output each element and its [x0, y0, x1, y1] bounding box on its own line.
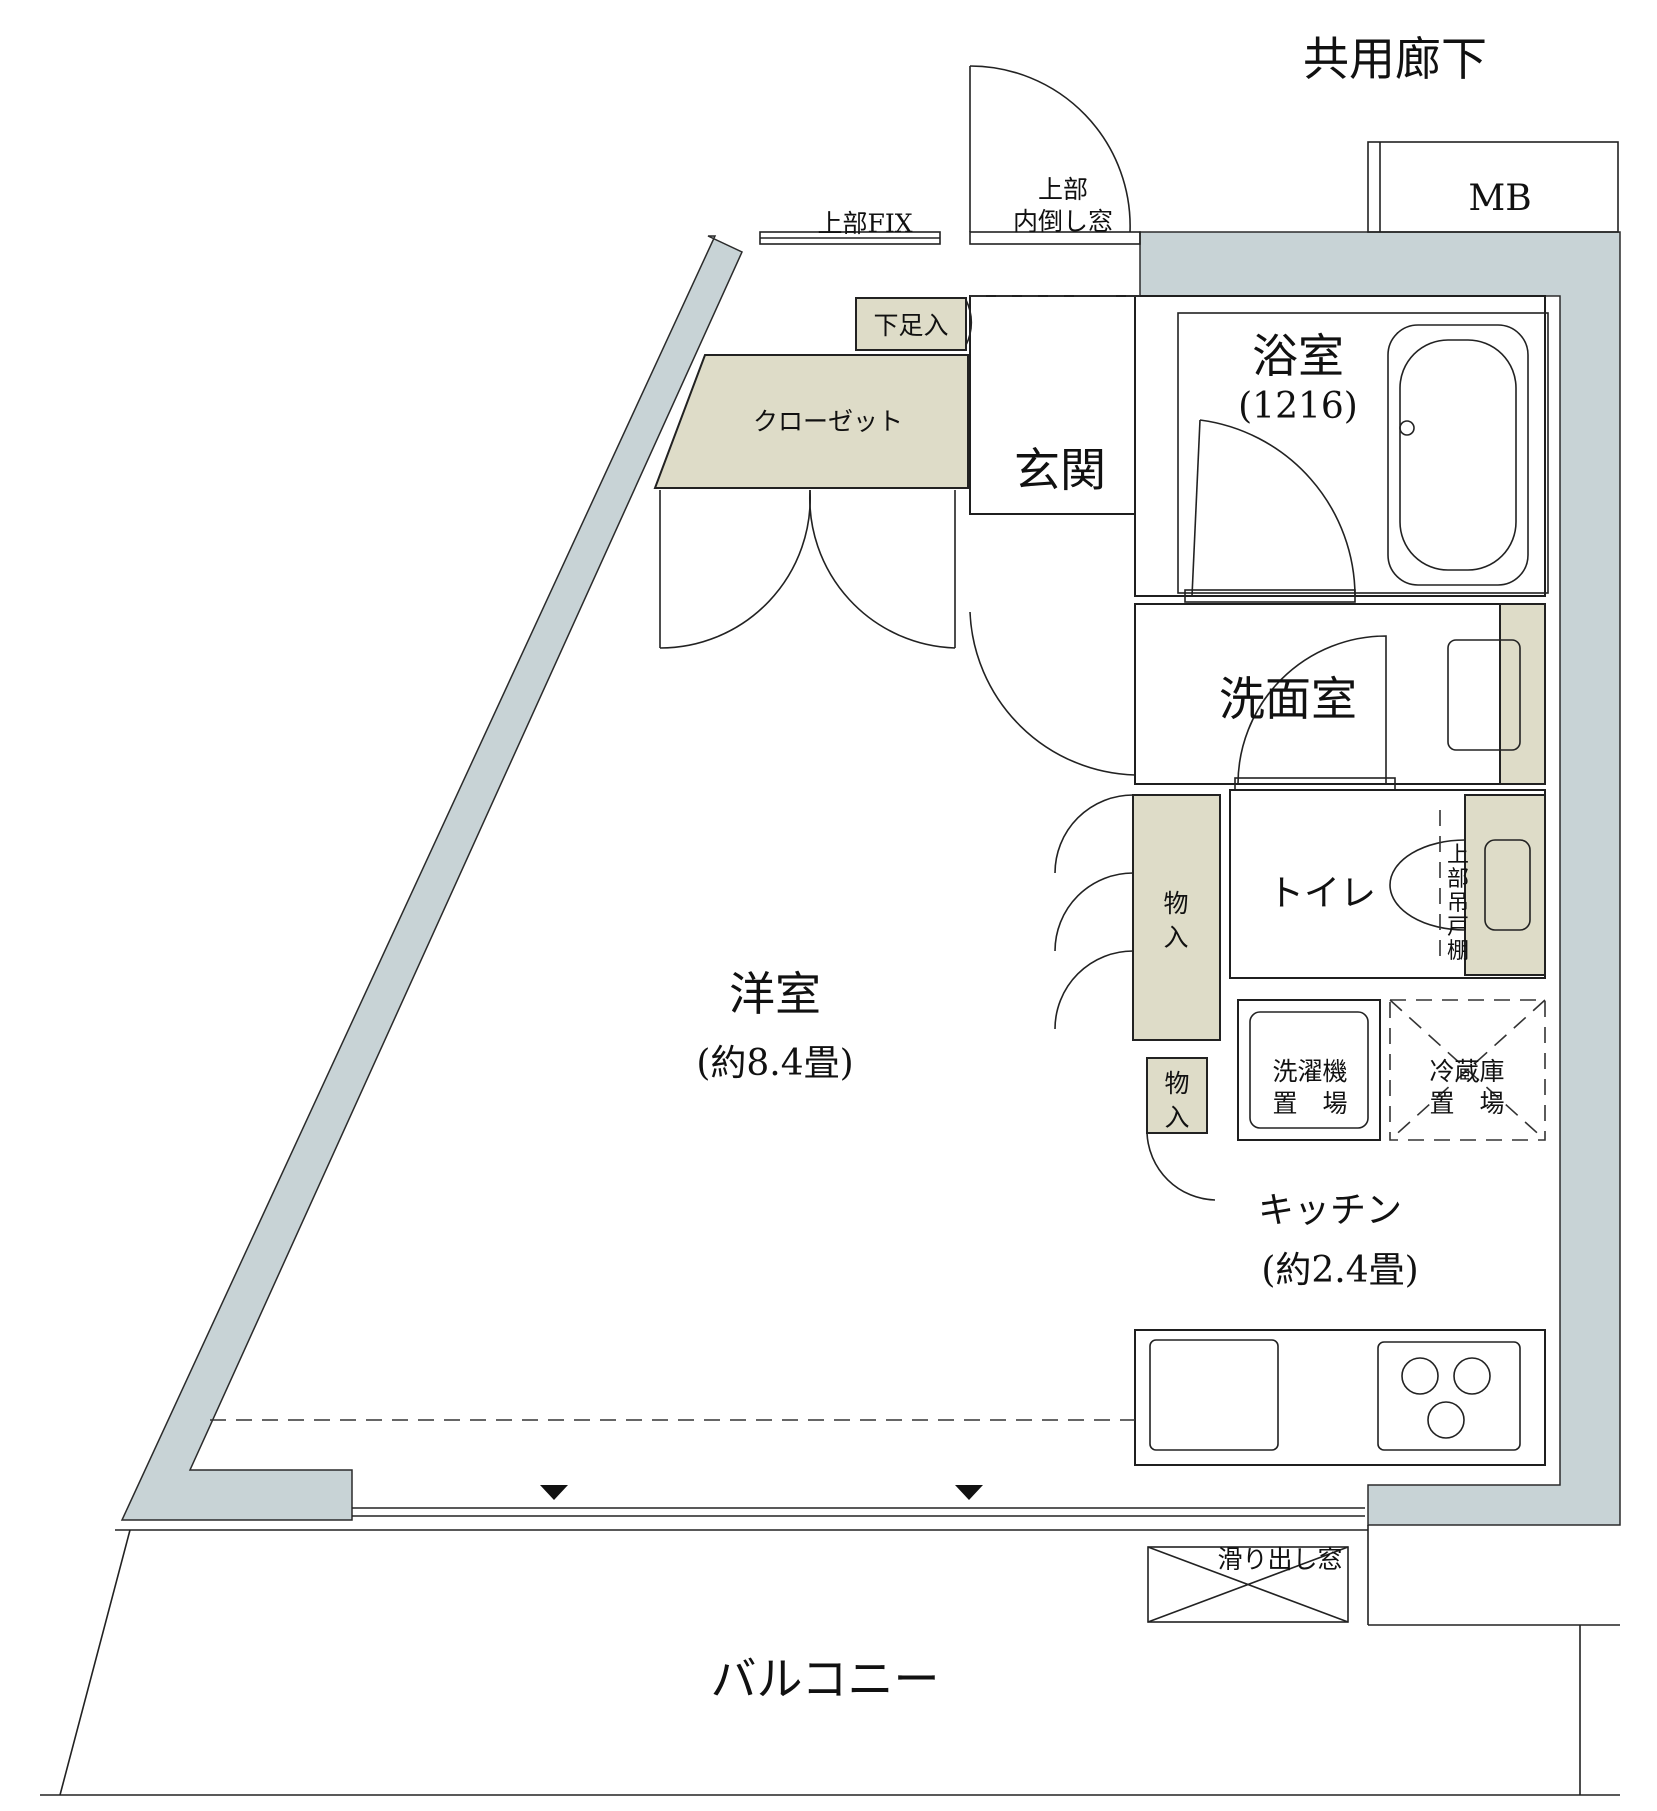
fridge-label-line2: 置 場 — [1429, 1089, 1504, 1118]
toilet-bowl — [1389, 839, 1466, 931]
room-door-swing — [969, 611, 1136, 776]
hanging-cabinet-char-3: 吊 — [1447, 891, 1469, 916]
bath-door-sill — [1184, 589, 1356, 603]
washroom-cabinet — [1499, 603, 1546, 785]
fridge-area — [1389, 999, 1546, 1141]
entry-door-swing — [969, 65, 1131, 233]
entrance-label: 玄関 — [1014, 443, 1106, 497]
hanging-cabinet — [1464, 794, 1546, 976]
hanging-cabinet-char-2: 部 — [1447, 867, 1469, 892]
washroom-door-swing — [1237, 635, 1387, 785]
western-room-label: 洋室 — [729, 967, 821, 1021]
sash-marker-right — [955, 1485, 983, 1500]
corridor-label: 共用廊下 — [1303, 32, 1487, 86]
fridge-label-line1: 冷蔵庫 — [1429, 1057, 1504, 1086]
washer-area — [1237, 999, 1381, 1141]
washer-label-line2: 置 場 — [1272, 1089, 1347, 1118]
storage-small-door — [1146, 1132, 1216, 1201]
bathroom-label: 浴室 — [1252, 329, 1344, 383]
storage-tall-label-char-2: 入 — [1163, 923, 1188, 952]
storage-tall — [1132, 794, 1221, 1041]
western-room-size: (約8.4畳) — [696, 1043, 853, 1084]
kitchen-label: キッチン — [1258, 1190, 1402, 1231]
mb-label: MB — [1468, 178, 1531, 219]
hanging-cabinet-char-4: 戸 — [1447, 915, 1469, 940]
wash-basin — [1447, 639, 1521, 751]
storage-door-swing-3 — [1054, 950, 1134, 1030]
kitchen-sink — [1149, 1339, 1279, 1451]
upper-fix-label: 上部FIX — [817, 209, 912, 238]
sliding-window-x-2 — [1147, 1546, 1349, 1623]
washer-pan — [1249, 1011, 1369, 1129]
closet — [653, 354, 969, 489]
burner-2 — [1453, 1357, 1491, 1395]
sash-marker-left — [540, 1485, 568, 1500]
shoe-storage-label: 下足入 — [873, 311, 948, 340]
storage-small — [1146, 1057, 1208, 1134]
storage-door-swing-2 — [1054, 872, 1134, 952]
bathtub — [1387, 324, 1529, 586]
closet-label: クローゼット — [753, 407, 903, 436]
bath-door-swing — [1199, 419, 1356, 597]
west-diagonal-wall — [120, 235, 743, 1521]
storage-door-swing-1 — [1054, 794, 1134, 874]
bathroom-size: (1216) — [1238, 386, 1358, 427]
balcony-left-edge — [59, 1529, 131, 1796]
upper-pivot-window-frame — [969, 231, 1141, 245]
bathtub-basin — [1399, 339, 1517, 571]
upper-window-label-line2: 内倒し窓 — [1013, 207, 1113, 236]
shoe-storage — [855, 297, 967, 351]
storage-small-label-char-2: 入 — [1164, 1103, 1189, 1132]
bath-door-leaf — [1191, 419, 1201, 597]
storage-small-label-char-1: 物 — [1164, 1069, 1189, 1098]
burner-1 — [1401, 1357, 1439, 1395]
sliding-window-box — [1147, 1546, 1349, 1623]
burner-3 — [1427, 1401, 1465, 1439]
closet-door-swing-left — [659, 489, 811, 649]
kitchen-size: (約2.4畳) — [1261, 1250, 1418, 1291]
kitchen-counter — [1134, 1329, 1546, 1466]
washer-label-line1: 洗濯機 — [1272, 1057, 1347, 1086]
upper-window-label-line1: 上部 — [1038, 175, 1088, 204]
fridge-x-2 — [1389, 999, 1546, 1141]
hanging-cabinet-char-1: 上 — [1447, 843, 1469, 868]
shoe-storage-door — [965, 299, 973, 346]
washroom-label: 洗面室 — [1219, 672, 1357, 726]
hanging-cabinet-char-5: 棚 — [1447, 939, 1469, 964]
balcony-label: バルコニー — [710, 1652, 939, 1706]
toilet-label: トイレ — [1268, 873, 1376, 914]
bathroom-inner — [1177, 312, 1549, 594]
mb-box — [1367, 141, 1619, 233]
cooktop — [1377, 1341, 1521, 1451]
sliding-window-label: 滑り出し窓 — [1217, 1545, 1342, 1574]
toilet-tank — [1484, 839, 1531, 931]
storage-tall-label-char-1: 物 — [1163, 889, 1188, 918]
closet-door-swing-right — [808, 489, 956, 649]
bath-faucet — [1399, 420, 1415, 436]
